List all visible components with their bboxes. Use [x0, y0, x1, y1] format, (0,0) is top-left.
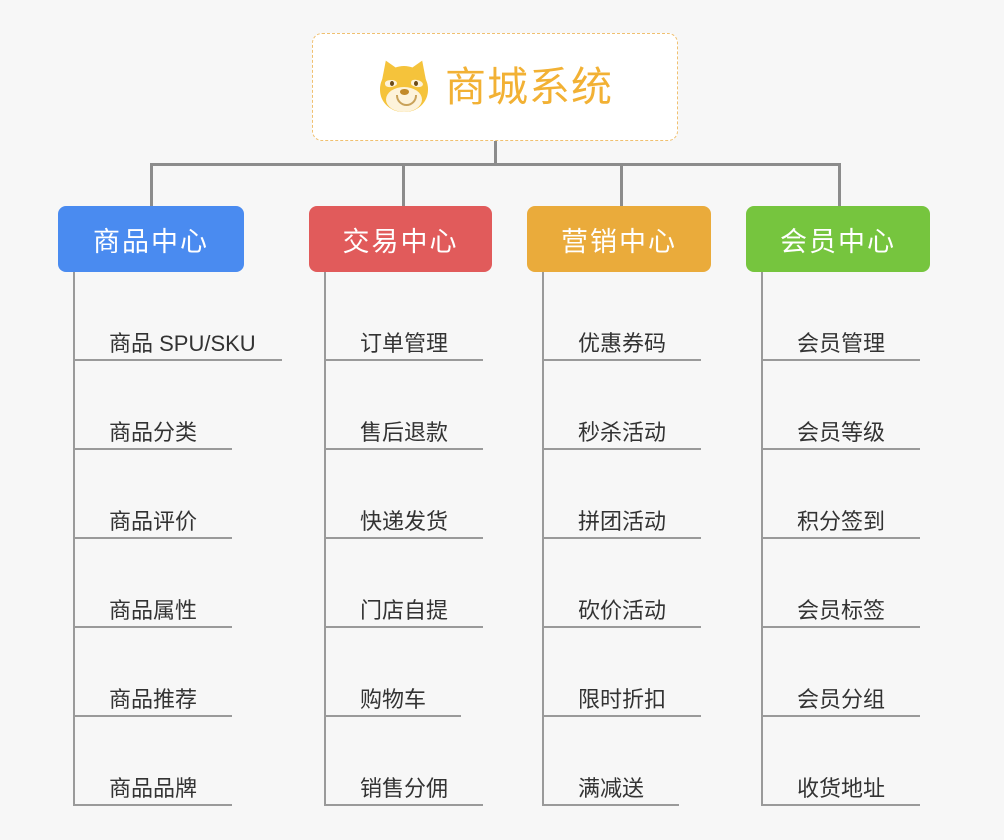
leaf-node[interactable]: 售后退款 [326, 361, 492, 450]
leaf-label: 会员等级 [797, 420, 886, 445]
leaf-underline [326, 804, 483, 806]
category-label: 交易中心 [342, 226, 459, 257]
leaf-label: 限时折扣 [578, 687, 667, 712]
leaf-underline [326, 448, 483, 450]
leaf-label: 积分签到 [797, 509, 886, 534]
leaf-label: 商品品牌 [109, 776, 198, 801]
leaf-label: 会员标签 [797, 598, 886, 623]
leaf-node[interactable]: 会员分组 [763, 628, 930, 717]
leaf-label: 商品评价 [109, 509, 198, 534]
leaf-label: 订单管理 [360, 331, 449, 356]
leaf-underline [326, 359, 483, 361]
leaf-underline [326, 626, 483, 628]
leaf-underline [763, 715, 920, 717]
leaf-underline [763, 359, 920, 361]
connector-horizontal-bar [150, 163, 840, 166]
leaf-underline [75, 626, 232, 628]
branch-column-member-center: 会员中心会员管理会员等级积分签到会员标签会员分组收货地址 [746, 206, 930, 806]
category-label: 商品中心 [93, 226, 209, 257]
leaf-node[interactable]: 满减送 [544, 717, 711, 806]
connector-root-stem [494, 141, 497, 165]
leaf-label: 会员分组 [797, 687, 886, 712]
leaf-underline [544, 715, 701, 717]
leaf-node[interactable]: 商品 SPU/SKU [75, 272, 282, 361]
leaf-label: 满减送 [578, 776, 645, 801]
leaf-label: 砍价活动 [578, 598, 667, 623]
branch-spine-marketing-center: 优惠券码秒杀活动拼团活动砍价活动限时折扣满减送 [542, 272, 711, 806]
leaf-underline [763, 804, 920, 806]
leaf-label: 商品 SPU/SKU [109, 331, 256, 356]
leaf-node[interactable]: 会员等级 [763, 361, 930, 450]
leaf-label: 售后退款 [360, 420, 449, 445]
leaf-node[interactable]: 商品属性 [75, 539, 244, 628]
connector-drop-2 [620, 163, 623, 206]
leaf-label: 优惠券码 [578, 331, 667, 356]
leaf-label: 快递发货 [360, 509, 449, 534]
leaf-node[interactable]: 限时折扣 [544, 628, 711, 717]
leaf-underline [75, 715, 232, 717]
category-node-trade-center[interactable]: 交易中心 [309, 206, 492, 272]
leaf-node[interactable]: 商品分类 [75, 361, 244, 450]
leaf-node[interactable]: 门店自提 [326, 539, 492, 628]
category-label: 会员中心 [780, 226, 896, 257]
branch-column-marketing-center: 营销中心优惠券码秒杀活动拼团活动砍价活动限时折扣满减送 [527, 206, 711, 806]
leaf-underline [326, 715, 461, 717]
leaf-underline [75, 448, 232, 450]
leaf-label: 销售分佣 [360, 776, 449, 801]
leaf-underline [544, 537, 701, 539]
leaf-node[interactable]: 订单管理 [326, 272, 492, 361]
leaf-label: 秒杀活动 [578, 420, 667, 445]
leaf-label: 商品属性 [109, 598, 198, 623]
leaf-underline [326, 537, 483, 539]
leaf-label: 门店自提 [360, 598, 449, 623]
leaf-underline [544, 626, 701, 628]
leaf-label: 购物车 [360, 687, 427, 712]
leaf-node[interactable]: 商品评价 [75, 450, 244, 539]
branch-column-trade-center: 交易中心订单管理售后退款快递发货门店自提购物车销售分佣 [309, 206, 492, 806]
leaf-label: 收货地址 [797, 776, 886, 801]
connector-drop-1 [402, 163, 405, 206]
branch-column-product-center: 商品中心商品 SPU/SKU 商品分类商品评价商品属性商品推荐商品品牌 [58, 206, 282, 806]
leaf-node[interactable]: 积分签到 [763, 450, 930, 539]
leaf-underline [544, 359, 701, 361]
leaf-node[interactable]: 商品品牌 [75, 717, 244, 806]
connector-drop-0 [150, 163, 153, 206]
root-node[interactable]: 商城系统 [312, 33, 678, 141]
category-node-marketing-center[interactable]: 营销中心 [527, 206, 711, 272]
leaf-underline [763, 448, 920, 450]
leaf-node[interactable]: 收货地址 [763, 717, 930, 806]
category-node-member-center[interactable]: 会员中心 [746, 206, 930, 272]
leaf-node[interactable]: 砍价活动 [544, 539, 711, 628]
category-node-product-center[interactable]: 商品中心 [58, 206, 244, 272]
leaf-underline [763, 537, 920, 539]
leaf-underline [75, 804, 232, 806]
root-title: 商城系统 [445, 63, 613, 110]
leaf-label: 拼团活动 [578, 509, 667, 534]
shiba-dog-face-icon [375, 56, 433, 114]
branch-spine-trade-center: 订单管理售后退款快递发货门店自提购物车销售分佣 [324, 272, 492, 806]
leaf-underline [75, 537, 232, 539]
leaf-node[interactable]: 会员管理 [763, 272, 930, 361]
leaf-node[interactable]: 快递发货 [326, 450, 492, 539]
leaf-underline [544, 448, 701, 450]
leaf-node[interactable]: 会员标签 [763, 539, 930, 628]
leaf-label: 会员管理 [797, 331, 886, 356]
leaf-underline [544, 804, 679, 806]
category-label: 营销中心 [561, 226, 677, 257]
leaf-node[interactable]: 秒杀活动 [544, 361, 711, 450]
leaf-node[interactable]: 销售分佣 [326, 717, 492, 806]
connector-drop-3 [838, 163, 841, 206]
branch-spine-product-center: 商品 SPU/SKU 商品分类商品评价商品属性商品推荐商品品牌 [73, 272, 282, 806]
leaf-node[interactable]: 优惠券码 [544, 272, 711, 361]
leaf-node[interactable]: 商品推荐 [75, 628, 244, 717]
leaf-node[interactable]: 购物车 [326, 628, 492, 717]
branch-spine-member-center: 会员管理会员等级积分签到会员标签会员分组收货地址 [761, 272, 930, 806]
leaf-node[interactable]: 拼团活动 [544, 450, 711, 539]
leaf-underline [763, 626, 920, 628]
leaf-label: 商品推荐 [109, 687, 198, 712]
leaf-underline [75, 359, 282, 361]
leaf-label: 商品分类 [109, 420, 198, 445]
